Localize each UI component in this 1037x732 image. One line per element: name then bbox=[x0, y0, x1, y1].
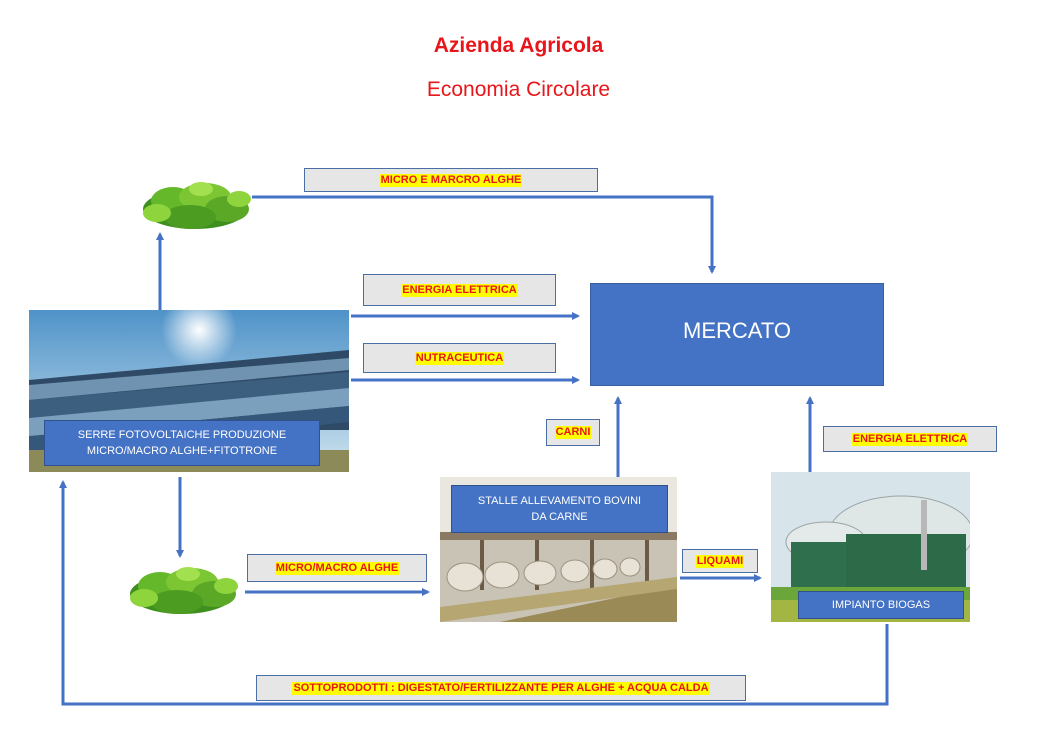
mercato-label: MERCATO bbox=[683, 318, 791, 343]
label-micro-marcro-alghe: MICRO E MARCRO ALGHE bbox=[304, 168, 598, 192]
label-text: MICRO E MARCRO ALGHE bbox=[379, 173, 523, 187]
biogas-caption: IMPIANTO BIOGAS bbox=[798, 591, 964, 619]
algae-icon-top bbox=[143, 182, 251, 229]
label-text: SOTTOPRODOTTI : DIGESTATO/FERTILIZZANTE … bbox=[292, 681, 710, 695]
label-text: LIQUAMI bbox=[695, 554, 745, 568]
label-liquami: LIQUAMI bbox=[682, 549, 758, 573]
label-text: ENERGIA ELETTRICA bbox=[401, 283, 518, 297]
label-nutraceutica: NUTRACEUTICA bbox=[363, 343, 556, 373]
mercato-box: MERCATO bbox=[590, 283, 884, 386]
stalle-caption: STALLE ALLEVAMENTO BOVINI DA CARNE bbox=[451, 485, 668, 533]
diagram-subtitle: Economia Circolare bbox=[426, 78, 611, 101]
label-micro-macro-alghe: MICRO/MACRO ALGHE bbox=[247, 554, 427, 582]
label-text: MICRO/MACRO ALGHE bbox=[274, 561, 400, 575]
arrow-algae-to-mercato bbox=[252, 195, 716, 274]
label-carni: CARNI bbox=[546, 419, 600, 446]
serre-caption: SERRE FOTOVOLTAICHE PRODUZIONE MICRO/MAC… bbox=[44, 420, 320, 466]
label-text: ENERGIA ELETTRICA bbox=[851, 432, 969, 446]
label-text: CARNI bbox=[554, 426, 592, 439]
label-energia-elettrica-biogas: ENERGIA ELETTRICA bbox=[823, 426, 997, 452]
algae-icon-bottom bbox=[130, 567, 238, 614]
label-sottoprodotti: SOTTOPRODOTTI : DIGESTATO/FERTILIZZANTE … bbox=[256, 675, 746, 701]
label-text: NUTRACEUTICA bbox=[414, 351, 505, 365]
diagram-title: Azienda Agricola bbox=[433, 34, 604, 57]
arrow-sottoprodotti-loop bbox=[59, 480, 889, 706]
label-energia-elettrica-serre: ENERGIA ELETTRICA bbox=[363, 274, 556, 306]
